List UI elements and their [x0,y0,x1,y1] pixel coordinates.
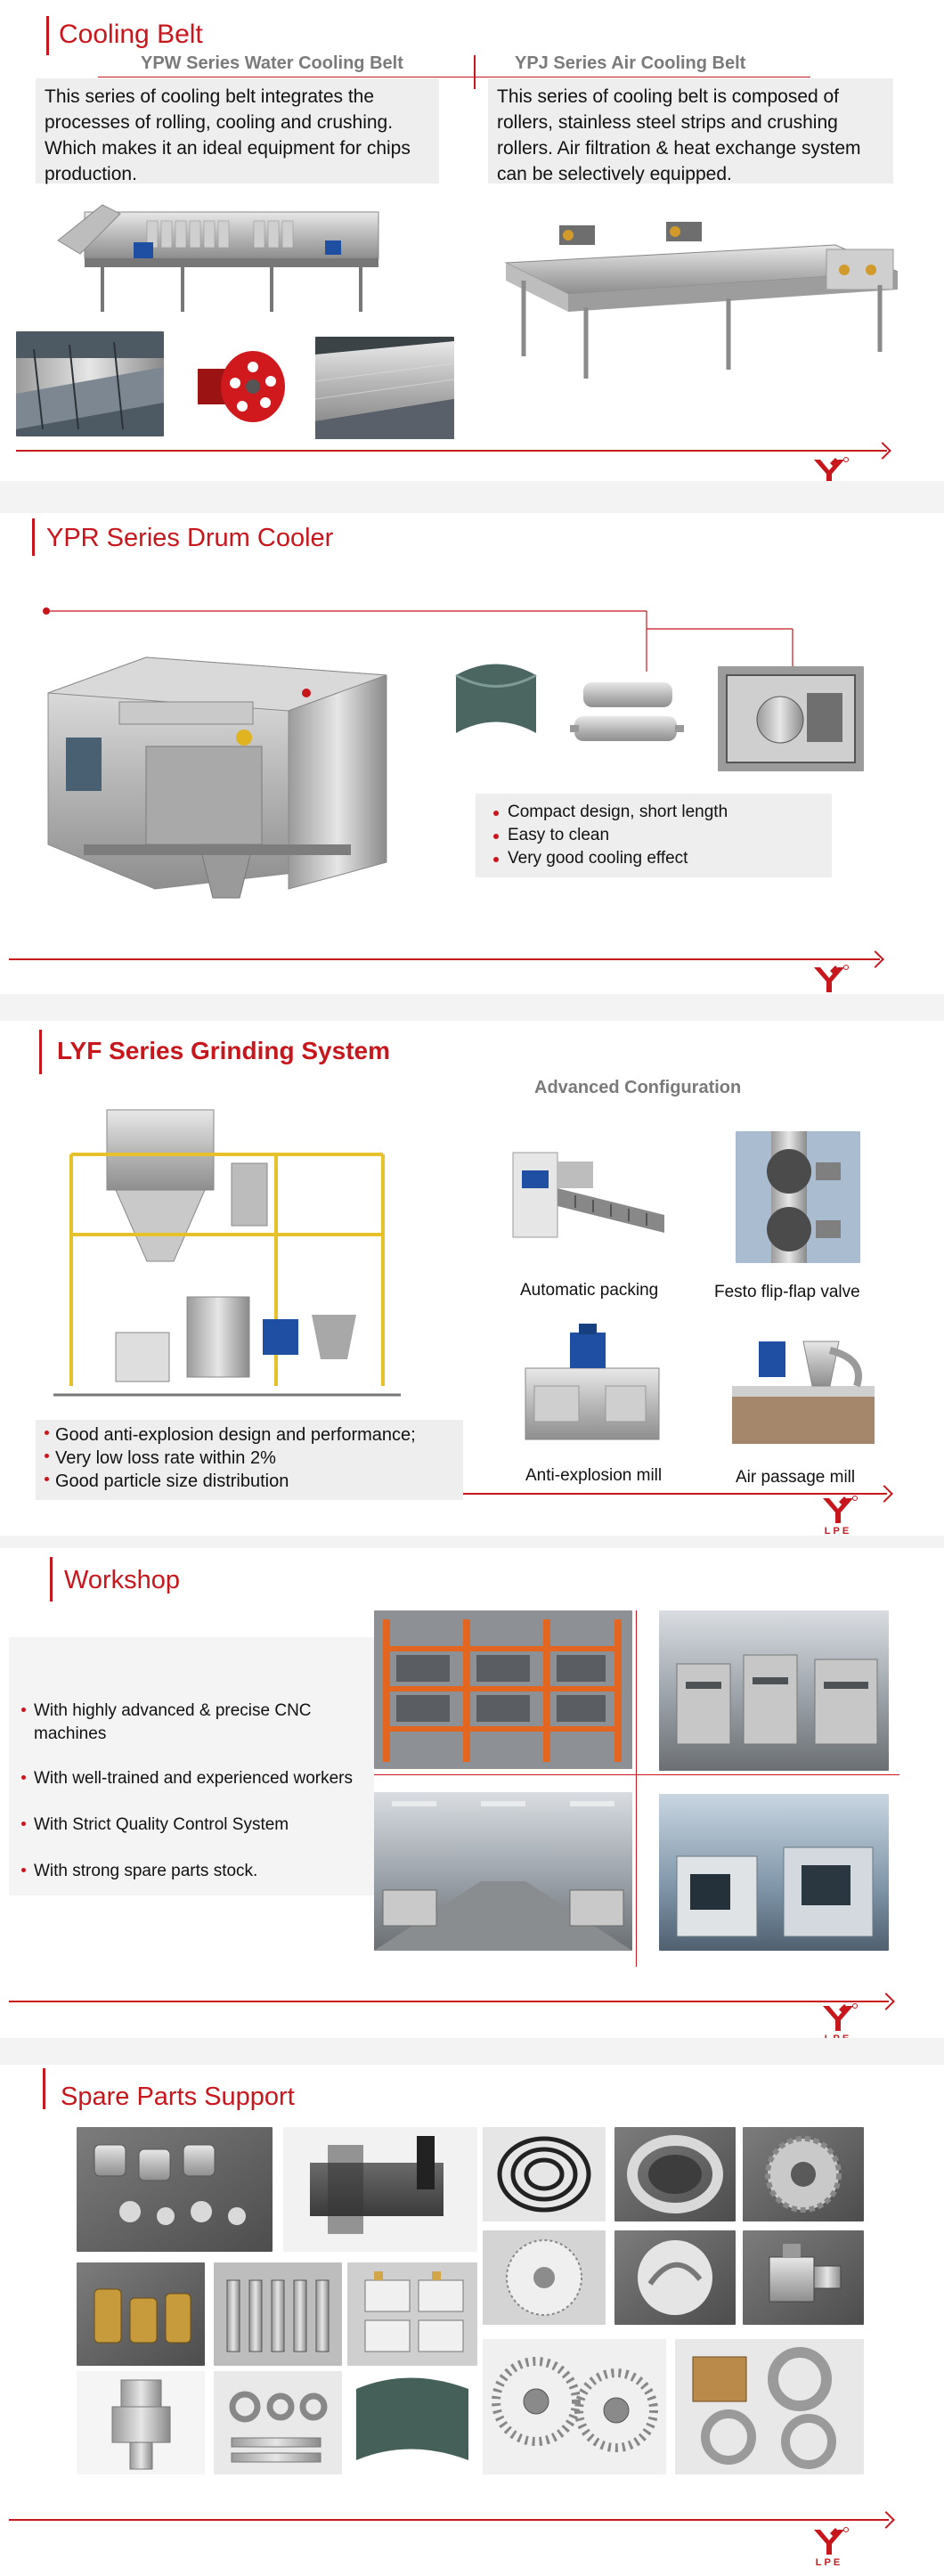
section-divider [9,2001,889,2002]
air-cooling-belt-photo [497,200,907,387]
title-accent-bar [39,1030,42,1074]
feature-item: With strong spare parts stock. [21,1860,360,1883]
housing-parts-photo [675,2339,864,2474]
title-accent-bar [50,1557,53,1602]
section-title: LYF Series Grinding System [57,1037,390,1064]
steel-belt-photo [447,657,545,746]
coupling-photo [77,2371,205,2474]
belt-detail-photo-2 [315,337,454,439]
section-cooling-belt: Cooling Belt YPW Series Water Cooling Be… [0,0,944,481]
feature-item: With well-trained and experienced worker… [21,1767,374,1790]
steel-belt-part-photo [347,2371,477,2474]
section-gap [0,1536,944,1548]
feature-item: With highly advanced & precise CNC machi… [21,1700,360,1746]
grinding-features: Good anti-explosion design and performan… [36,1420,463,1500]
shaft-pins-photo [214,2262,342,2366]
air-passage-mill-photo [723,1315,883,1450]
grinding-system-photo [53,1092,401,1409]
knife-blades-photo [347,2262,477,2366]
slotted-disc-photo [483,2230,606,2325]
title-accent-bar [43,2068,45,2109]
drum-interior-photo [718,666,864,771]
section-title: YPR Series Drum Cooler [46,524,334,552]
title-accent-bar [32,518,35,556]
extruder-barrel-photo [283,2127,477,2252]
valve-body-photo [743,2230,864,2325]
feature-item: Compact design, short length [492,801,816,824]
ypw-heading: YPW Series Water Cooling Belt [141,53,403,73]
caption-automatic-packing: Automatic packing [520,1281,659,1300]
impeller-disc-photo [614,2230,736,2325]
lpe-logo-icon [813,457,849,481]
section-divider [9,958,880,960]
flip-flap-valve-photo [736,1131,860,1263]
connector-lines [43,607,793,691]
feature-item: Good anti-explosion design and performan… [45,1423,452,1447]
photo-grid-line [636,1610,637,1967]
rubber-seals-photo [483,2127,606,2221]
fan-blades-photo [483,2339,666,2474]
section-title: Workshop [64,1566,181,1594]
section-title: Spare Parts Support [61,2083,295,2111]
parts-storage-photo [659,1610,889,1771]
title-accent-bar [46,16,49,55]
section-gap [0,481,944,513]
divider-arrow-icon [874,442,891,460]
caption-flip-flap-valve: Festo flip-flap valve [714,1283,860,1301]
factory-floor-photo [374,1792,632,1951]
water-cooling-belt-photo [49,187,405,321]
belt-detail-photo-1 [16,331,164,436]
section-spare-parts: Spare Parts Support [0,2065,944,2576]
section-divider [9,2519,889,2521]
divider-arrow-icon [867,950,884,968]
ypj-description: This series of cooling belt is composed … [488,78,893,184]
lpe-logo-icon [813,2527,849,2567]
gear-wheel-photo [743,2127,864,2221]
drum-cooler-machine-photo [39,640,395,916]
red-roller-photo [191,337,290,436]
screw-elements-photo [77,2127,273,2252]
drum-cooler-features: Compact design, short length Easy to cle… [476,794,832,877]
lpe-logo-icon [813,965,849,994]
warehouse-racks-photo [374,1610,632,1769]
ypj-heading: YPJ Series Air Cooling Belt [515,53,746,73]
feature-item: Easy to clean [492,824,816,847]
automatic-packing-photo [495,1135,673,1256]
section-grinding-system: LYF Series Grinding System Advanced Conf… [0,1021,944,1536]
feature-item: Good particle size distribution [45,1470,452,1493]
anti-explosion-mill-photo [517,1315,666,1448]
divider-arrow-icon [877,2511,895,2529]
section-gap [0,2038,944,2065]
feature-item: Very low loss rate within 2% [45,1447,452,1470]
caption-air-passage-mill: Air passage mill [736,1468,856,1487]
section-drum-cooler: YPR Series Drum Cooler [0,513,944,994]
bearing-ring-photo [614,2127,736,2221]
lpe-logo-icon [822,1496,858,1536]
brass-fittings-photo [77,2262,205,2366]
section-workshop: Workshop With highly advanced & precise … [0,1548,944,2038]
feature-item: Very good cooling effect [492,847,816,870]
divider-arrow-icon [875,1485,893,1503]
bushings-photo [214,2371,342,2474]
lpe-logo-icon [822,2003,858,2038]
caption-anti-explosion-mill: Anti-explosion mill [525,1466,663,1485]
section-divider [16,450,887,452]
section-divider [463,1493,887,1495]
section-title: Cooling Belt [59,20,203,49]
divider-arrow-icon [877,1993,895,2010]
photo-grid-line [374,1774,899,1775]
workshop-features: With highly advanced & precise CNC machi… [9,1637,374,1895]
feature-item: With Strict Quality Control System [21,1814,360,1837]
rollers-photo [570,672,686,752]
config-heading: Advanced Configuration [534,1078,742,1097]
cnc-machines-photo [659,1794,889,1951]
section-gap [0,994,944,1021]
ypw-description: This series of cooling belt integrates t… [36,78,439,184]
heading-separator [474,55,476,89]
